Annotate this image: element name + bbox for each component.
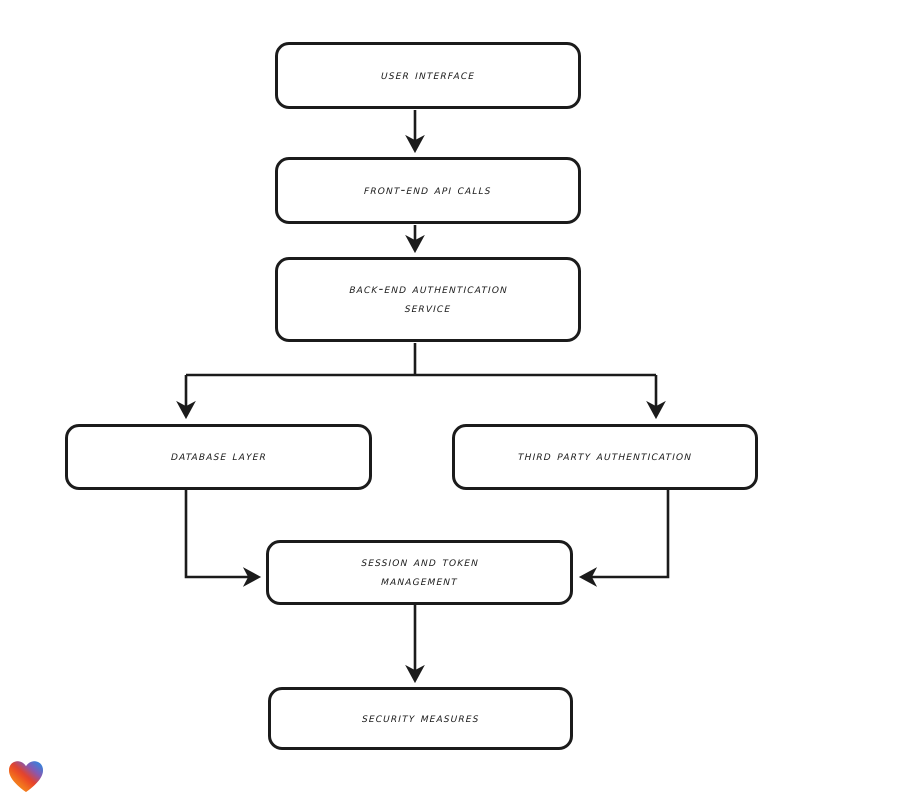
node-session-and-token-management[interactable]: Session and Token Management bbox=[266, 540, 573, 605]
node-database-layer[interactable]: Database Layer bbox=[65, 424, 372, 490]
node-back-end-auth-service[interactable]: Back-End Authentication Service bbox=[275, 257, 581, 342]
node-label: Third Party Authentication bbox=[517, 449, 693, 465]
heart-icon bbox=[9, 761, 43, 792]
edge-backend-split-bar bbox=[186, 343, 656, 377]
node-label: Back-End Authentication Service bbox=[348, 282, 508, 317]
edge-thirdparty-to-session bbox=[578, 490, 670, 587]
node-user-interface[interactable]: User Interface bbox=[275, 42, 581, 109]
node-label: Database Layer bbox=[170, 449, 267, 465]
node-label: User Interface bbox=[380, 67, 476, 83]
node-label: Front-End API Calls bbox=[363, 182, 493, 198]
node-label: Session and Token Management bbox=[360, 555, 479, 590]
node-label: Security Measures bbox=[361, 710, 480, 726]
node-third-party-auth[interactable]: Third Party Authentication bbox=[452, 424, 758, 490]
edge-database-to-session bbox=[184, 490, 262, 587]
node-security-measures[interactable]: Security Measures bbox=[268, 687, 573, 750]
node-front-end-api-calls[interactable]: Front-End API Calls bbox=[275, 157, 581, 224]
